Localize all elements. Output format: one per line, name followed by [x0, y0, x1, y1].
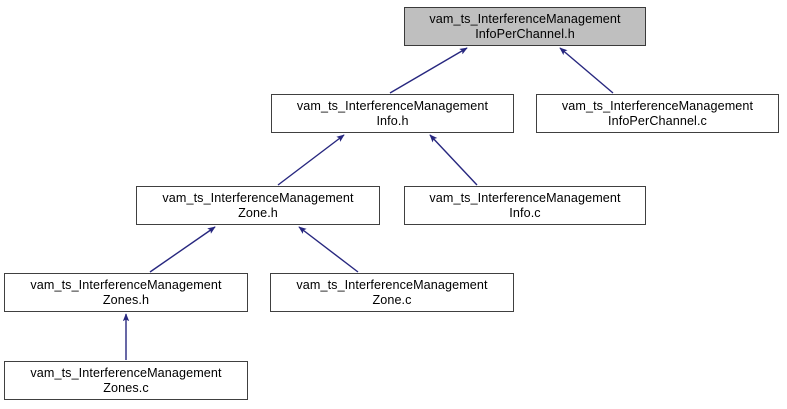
- graph-edge-zone_c-to-zone_h: [298, 226, 359, 273]
- graph-node-infoPerChannel_h[interactable]: vam_ts_InterferenceManagement InfoPerCha…: [404, 7, 646, 46]
- graph-node-infoPerChannel_c[interactable]: vam_ts_InterferenceManagement InfoPerCha…: [536, 94, 779, 133]
- graph-node-zone_h[interactable]: vam_ts_InterferenceManagement Zone.h: [136, 186, 380, 225]
- graph-node-label: vam_ts_InterferenceManagement Zone.c: [296, 277, 488, 307]
- graph-edge-zones_h-to-zone_h: [149, 226, 216, 273]
- graph-edge-info_h-to-infoPerChannel_h: [389, 47, 468, 94]
- graph-node-label: vam_ts_InterferenceManagement Zone.h: [162, 190, 354, 220]
- graph-edge-zone_h-to-info_h: [277, 134, 345, 186]
- graph-node-label: vam_ts_InterferenceManagement Zones.h: [30, 277, 222, 307]
- graph-node-info_h[interactable]: vam_ts_InterferenceManagement Info.h: [271, 94, 514, 133]
- graph-node-label: vam_ts_InterferenceManagement Info.h: [296, 98, 489, 128]
- graph-node-zone_c[interactable]: vam_ts_InterferenceManagement Zone.c: [270, 273, 514, 312]
- graph-node-zones_c[interactable]: vam_ts_InterferenceManagement Zones.c: [4, 361, 248, 400]
- graph-node-label: vam_ts_InterferenceManagement InfoPerCha…: [429, 11, 621, 41]
- graph-edge-info_c-to-info_h: [429, 134, 478, 186]
- graph-edge-infoPerChannel_c-to-infoPerChannel_h: [559, 47, 614, 94]
- graph-node-label: vam_ts_InterferenceManagement Info.c: [429, 190, 621, 220]
- graph-node-label: vam_ts_InterferenceManagement Zones.c: [30, 365, 222, 395]
- graph-node-label: vam_ts_InterferenceManagement InfoPerCha…: [561, 98, 754, 128]
- graph-node-info_c[interactable]: vam_ts_InterferenceManagement Info.c: [404, 186, 646, 225]
- graph-node-zones_h[interactable]: vam_ts_InterferenceManagement Zones.h: [4, 273, 248, 312]
